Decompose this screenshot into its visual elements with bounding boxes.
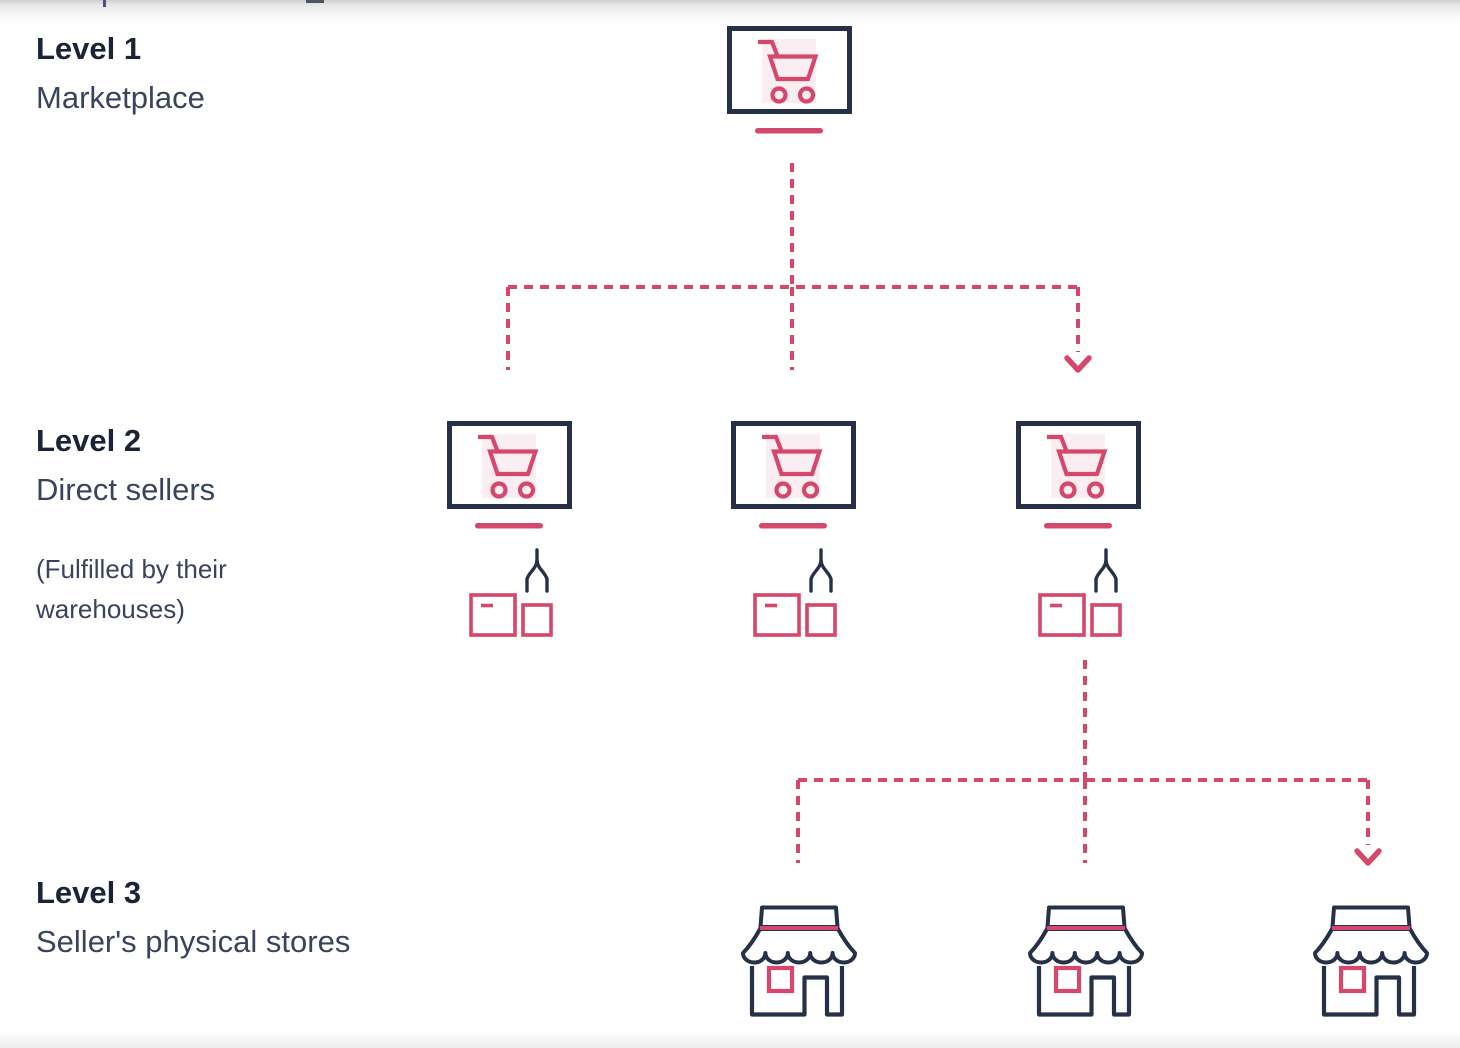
claw-with-boxes-icon: [469, 548, 553, 637]
level-2-label: Level 2 Direct sellers (Fulfilled by the…: [36, 422, 316, 629]
storefront-icon: [1313, 905, 1429, 1017]
monitor-cart-icon: [731, 421, 856, 529]
top-scroll-fade: [0, 0, 1460, 26]
level-2-note: (Fulfilled by their warehouses): [36, 554, 227, 624]
level-1-subtitle: Marketplace: [36, 80, 205, 115]
level-1-label: Level 1 Marketplace: [36, 30, 205, 117]
monitor-cart-icon: [1016, 421, 1141, 529]
level-3-subtitle: Seller's physical stores: [36, 924, 351, 959]
level-3-title: Level 3: [36, 875, 142, 910]
claw-with-boxes-icon: [753, 548, 837, 637]
monitor-cart-icon: [727, 26, 852, 134]
arrow-down-icon: [1064, 355, 1092, 373]
monitor-cart-icon: [447, 421, 572, 529]
connector-level1-to-level2: [506, 163, 1092, 373]
storefront-icon: [741, 905, 857, 1017]
claw-with-boxes-icon: [1038, 548, 1122, 637]
connector-level2-to-level3: [796, 660, 1382, 866]
screen-edge-artifact: [306, 0, 324, 3]
storefront-icon: [1028, 905, 1144, 1017]
arrow-down-icon: [1354, 848, 1382, 866]
bottom-scroll-fade: [0, 1032, 1460, 1048]
screen-edge-artifact: [103, 0, 106, 7]
level-1-title: Level 1: [36, 31, 142, 66]
level-2-title: Level 2: [36, 423, 142, 458]
level-3-label: Level 3 Seller's physical stores: [36, 874, 350, 961]
level-2-subtitle: Direct sellers: [36, 472, 216, 507]
